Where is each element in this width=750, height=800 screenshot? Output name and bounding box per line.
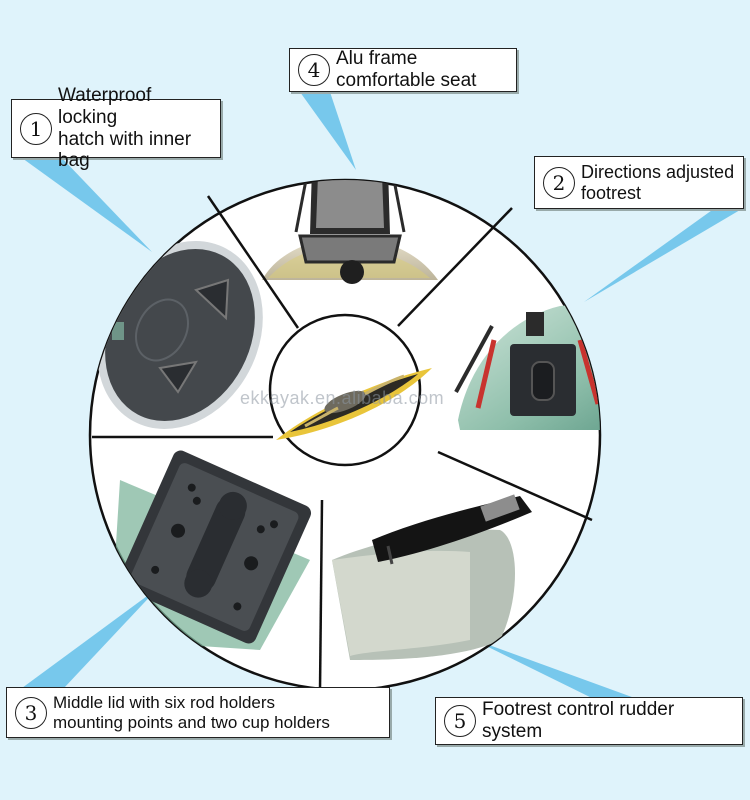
hatch-photo [97, 241, 263, 429]
label-line: Directions adjusted [581, 161, 735, 182]
pointer-3 [22, 588, 158, 688]
number-badge: 4 [298, 54, 330, 86]
kayak-photo [276, 368, 432, 440]
pointer-1 [22, 156, 152, 252]
pointer-wedges [22, 92, 740, 702]
number-badge: 1 [20, 112, 52, 145]
label-line: Waterproof locking [58, 84, 152, 128]
label-hatch: 1 Waterproof locking hatch with inner ba… [11, 85, 221, 171]
label-line: Alu frame comfortable seat [336, 48, 477, 91]
watermark: ekkayak.en.alibaba.com [240, 388, 445, 408]
label-rudder: 5 Footrest control rudder system [435, 697, 743, 745]
label-line: Footrest control rudder system [482, 699, 675, 742]
label-line: footrest [581, 182, 642, 203]
label-line: hatch with inner bag [58, 128, 192, 172]
label-line: Middle lid with six rod holders [53, 692, 276, 712]
label-seat: 4 Alu frame comfortable seat [289, 48, 517, 92]
label-middle-lid: 3 Middle lid with six rod holders mounti… [6, 687, 390, 738]
seat-photo [262, 180, 438, 284]
middle-lid-photo [110, 450, 312, 650]
pointer-5 [470, 638, 640, 702]
footrest-photo [454, 305, 600, 430]
rudder-photo [332, 494, 532, 660]
label-footrest: 2 Directions adjusted footrest [534, 156, 744, 209]
pointer-2 [584, 208, 740, 302]
number-badge: 5 [444, 705, 476, 737]
label-line: mounting points and two cup holders [53, 712, 330, 732]
pointer-4 [300, 92, 356, 170]
divider-lines [92, 195, 593, 691]
number-badge: 3 [15, 696, 47, 729]
number-badge: 2 [543, 166, 575, 199]
